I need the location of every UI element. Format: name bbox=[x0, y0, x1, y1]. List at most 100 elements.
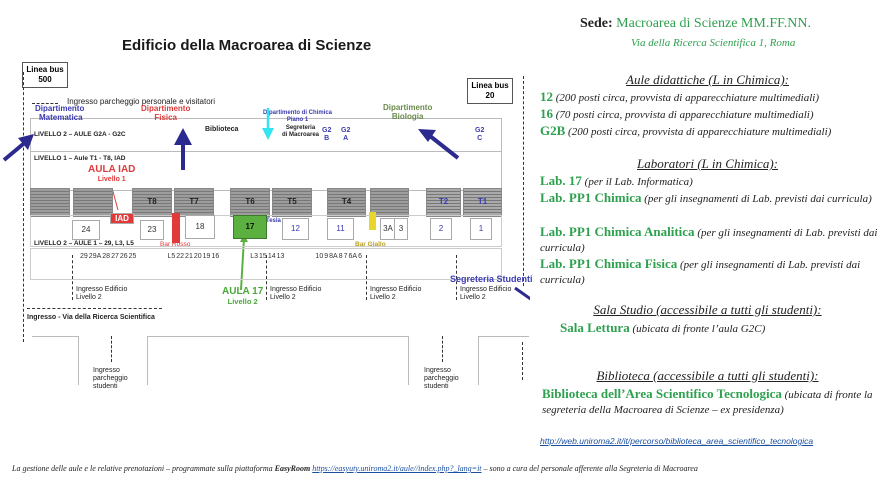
sala-studio-title: Sala Studio (accessibile a tutti gli stu… bbox=[593, 302, 822, 317]
path-dashed bbox=[442, 336, 443, 362]
footer-text: La gestione delle aule e le relative pre… bbox=[12, 464, 273, 473]
arrow-iad-icon bbox=[111, 187, 119, 211]
path-dashed bbox=[523, 76, 524, 286]
parking-wall bbox=[478, 336, 529, 385]
room-16: 16 bbox=[211, 253, 220, 260]
room-18: 18 bbox=[185, 215, 215, 239]
room-13: 13 bbox=[276, 253, 285, 260]
room-10: 10 bbox=[315, 253, 324, 260]
bar-rosso-marker bbox=[172, 213, 180, 243]
easyroom-link[interactable]: https://easyuty.uniroma2.it/aule//index.… bbox=[312, 464, 482, 473]
path-dashed bbox=[72, 255, 73, 300]
sede-address: Via della Ricerca Scientifica 1, Roma bbox=[631, 37, 796, 49]
room-24: 24 bbox=[72, 220, 100, 240]
direction-arrows bbox=[2, 108, 530, 301]
room-28: 28 bbox=[102, 253, 111, 260]
room-29a: 29A bbox=[88, 253, 102, 260]
room-iad: IAD bbox=[110, 213, 134, 224]
lab-item: Lab. PP1 Chimica Fisica (per gli insegna… bbox=[540, 256, 861, 286]
arrow-biologia-icon bbox=[418, 129, 460, 160]
lab-item: Lab. PP1 Chimica (per gli insegnamenti d… bbox=[540, 190, 872, 205]
bus-number: 500 bbox=[38, 75, 52, 84]
bar-giallo-marker bbox=[369, 212, 376, 230]
room-25: 25 bbox=[128, 253, 137, 260]
sede-label: Sede: bbox=[580, 16, 613, 31]
path-dashed bbox=[111, 336, 112, 362]
aula-item: 12 (200 posti circa, provvista di appare… bbox=[540, 89, 819, 104]
room-6a: 6A bbox=[348, 253, 358, 260]
room-6: 6 bbox=[358, 253, 362, 260]
aula-item: 16 (70 posti circa, provvista di apparec… bbox=[540, 106, 814, 121]
arrow-matematica-icon bbox=[2, 134, 34, 162]
room-l3: L3 bbox=[250, 253, 259, 260]
hatched-block bbox=[370, 188, 409, 217]
room-t1: T1 bbox=[463, 188, 502, 217]
footer-text: – sono a cura del personale afferente al… bbox=[483, 464, 698, 473]
path-dashed bbox=[366, 255, 367, 300]
laboratori-title: Laboratori (L in Chimica): bbox=[637, 156, 778, 171]
arrow-fisica-icon bbox=[174, 128, 192, 170]
path-dashed bbox=[266, 255, 267, 300]
hatched-block bbox=[73, 188, 113, 217]
hatched-block bbox=[30, 188, 70, 217]
room-t2: T2 bbox=[426, 188, 461, 217]
parking-staff-label: Ingresso parcheggio personale e visitato… bbox=[67, 97, 216, 106]
building-map: Edificio della Macroarea di Scienze Line… bbox=[0, 0, 533, 420]
livello1-label: LIVELLO 1 – Aule T1 - T8, IAD bbox=[34, 155, 126, 162]
parking-wall bbox=[32, 336, 79, 385]
livello2-aule-label: LIVELLO 2 – AULE 1 – 29, L3, L5 bbox=[34, 240, 134, 247]
room-12: 12 bbox=[282, 218, 309, 240]
biblioteca-title: Biblioteca (accessibile a tutti gli stud… bbox=[596, 368, 819, 383]
biblioteca-link[interactable]: http://web.uniroma2.it/it/percorso/bibli… bbox=[540, 436, 814, 446]
room-7: 7 bbox=[343, 253, 348, 260]
aule-title: Aule didattiche (L in Chimica): bbox=[626, 72, 789, 87]
bar-rosso-label: Bar Rosso bbox=[160, 241, 191, 248]
room-23: 23 bbox=[140, 220, 164, 240]
bus-label: Linea bus bbox=[471, 81, 509, 90]
room-1: 1 bbox=[470, 218, 492, 240]
livello2-g2-label: LIVELLO 2 – AULE G2A - G2C bbox=[34, 131, 126, 138]
sala-studio-item: Sala Lettura (ubicata di fronte l’aula G… bbox=[560, 320, 766, 335]
room-t4: T4 bbox=[327, 188, 366, 217]
room-t6: T6 bbox=[230, 188, 270, 217]
arrow-chimica-icon bbox=[262, 108, 274, 140]
room-2: 2 bbox=[430, 218, 452, 240]
biblioteca-item: Biblioteca dell’Area Scientifico Tecnolo… bbox=[542, 386, 873, 416]
room-17: 17 bbox=[233, 215, 267, 239]
room-8: 8 bbox=[338, 253, 343, 260]
room-14: 14 bbox=[267, 253, 276, 260]
room-9: 9 bbox=[324, 253, 329, 260]
path-dashed bbox=[32, 103, 58, 104]
room-15: 15 bbox=[259, 253, 267, 260]
room-3: 3 bbox=[394, 218, 408, 240]
room-t5: T5 bbox=[272, 188, 312, 217]
segreteria-studenti-label: Segreteria Studenti bbox=[450, 274, 533, 284]
bus-label: Linea bus bbox=[26, 65, 64, 74]
room-11: 11 bbox=[327, 218, 354, 240]
room-21: 21 bbox=[185, 253, 193, 260]
biblioteca-map-label: Biblioteca bbox=[205, 126, 239, 133]
room-t7: T7 bbox=[174, 188, 214, 217]
path-dashed bbox=[522, 342, 523, 380]
sede-name: Macroarea di Scienze MM.FF.NN. bbox=[616, 16, 812, 31]
sede-header: Sede: Macroarea di Scienze MM.FF.NN. bbox=[580, 16, 811, 32]
path-dashed bbox=[23, 72, 24, 342]
room-19: 19 bbox=[202, 253, 211, 260]
path-dashed bbox=[27, 308, 162, 309]
path-dashed bbox=[456, 255, 457, 300]
